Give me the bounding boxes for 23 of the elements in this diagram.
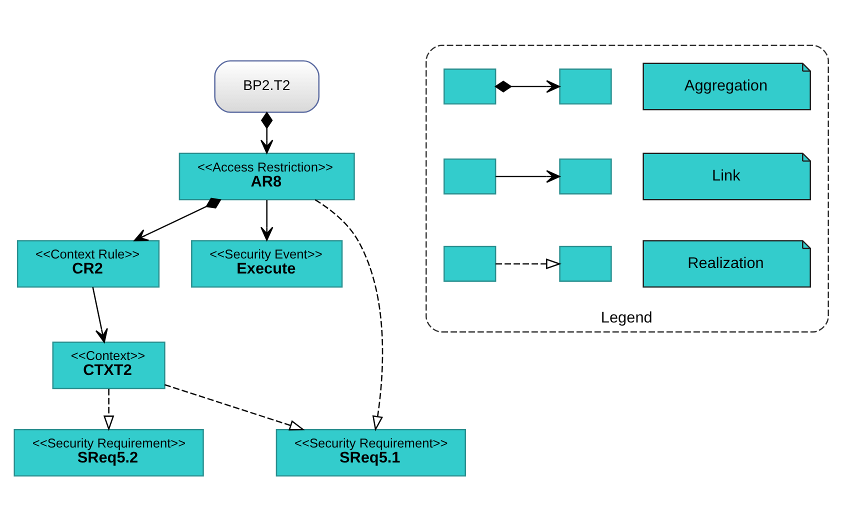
arrow	[314, 198, 383, 431]
node-box: <<Security Requirement>> SReq5.2	[13, 428, 204, 476]
arrow	[494, 80, 560, 92]
arrow	[495, 258, 561, 269]
arrow	[495, 170, 560, 182]
arrow	[133, 197, 221, 241]
arrow	[92, 286, 108, 342]
node-box	[558, 245, 612, 282]
arrow	[102, 388, 114, 430]
node-box	[443, 245, 496, 282]
node-box	[443, 68, 496, 104]
node-box: <<Access Restriction>> AR8	[178, 152, 354, 200]
node-box: BP2.T2	[214, 60, 320, 112]
node-box	[443, 158, 496, 194]
node-box	[558, 68, 612, 104]
arrow	[164, 384, 304, 430]
arrow	[260, 110, 273, 154]
node-box: <<Security Event>> Execute	[190, 240, 342, 288]
node-box: <<Security Requirement>> SReq5.1	[275, 428, 466, 476]
arrow	[260, 200, 273, 240]
node-box	[558, 158, 612, 194]
node-box: <<Context>> CTXT2	[52, 341, 165, 389]
node-box: <<Context Rule>> CR2	[16, 240, 160, 288]
